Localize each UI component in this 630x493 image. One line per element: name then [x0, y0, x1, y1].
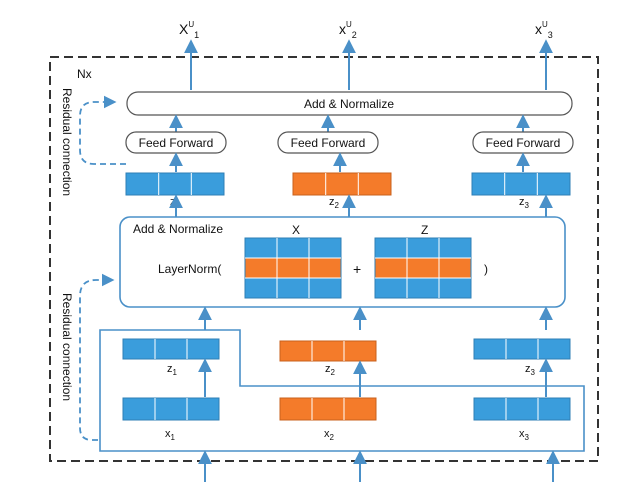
matrix-z — [374, 237, 472, 299]
residual-label-bottom: Residual connection — [60, 293, 74, 401]
top-z-label-3: z3 — [519, 196, 530, 210]
top-add-normalize-label: Add & Normalize — [304, 97, 394, 111]
feed-forward-label-1: Feed Forward — [139, 136, 214, 150]
top-add-normalize-box — [126, 91, 573, 116]
plus-sign: + — [353, 261, 361, 277]
matrix-x — [244, 237, 342, 299]
output-label-1: XU1 — [179, 20, 199, 40]
bottom-z-label-2: z2 — [325, 363, 336, 377]
matrix-x-label: X — [292, 223, 300, 237]
feed-forward-box-2 — [277, 131, 379, 154]
input-x-label-1: x1 — [165, 428, 176, 442]
input-x-label-3: x3 — [519, 428, 530, 442]
mid-add-normalize-label: Add & Normalize — [133, 222, 223, 236]
input-x-label-2: x2 — [324, 428, 335, 442]
top-z-vector-3 — [471, 172, 571, 196]
input-x-vector-2 — [279, 397, 377, 421]
feed-forward-label-3: Feed Forward — [486, 136, 561, 150]
nx-frame — [49, 56, 599, 462]
top-z-vector-1 — [125, 172, 225, 196]
bottom-z-vector-1 — [122, 338, 220, 360]
nx-label: Nx — [77, 67, 92, 81]
residual-label-top: Residual connection — [60, 88, 74, 196]
input-x-vector-1 — [122, 397, 220, 421]
bottom-z-label-3: z3 — [525, 363, 536, 377]
self-attention-outline — [99, 329, 585, 452]
feed-forward-label-2: Feed Forward — [291, 136, 366, 150]
output-label-3: xU3 — [535, 20, 553, 40]
top-z-label-2: z2 — [329, 196, 340, 210]
top-z-vector-2 — [292, 172, 392, 196]
input-x-vector-3 — [473, 397, 571, 421]
bottom-z-vector-3 — [473, 338, 571, 360]
output-label-2: xU2 — [339, 20, 357, 40]
residual-connection-bottom — [79, 273, 115, 441]
bottom-z-vector-2 — [279, 340, 377, 362]
residual-connection-top — [79, 95, 126, 165]
matrix-z-label: Z — [421, 223, 428, 237]
bottom-z-label-1: z1 — [167, 363, 178, 377]
close-paren: ) — [484, 262, 488, 276]
layernorm-label: LayerNorm( — [158, 262, 221, 276]
